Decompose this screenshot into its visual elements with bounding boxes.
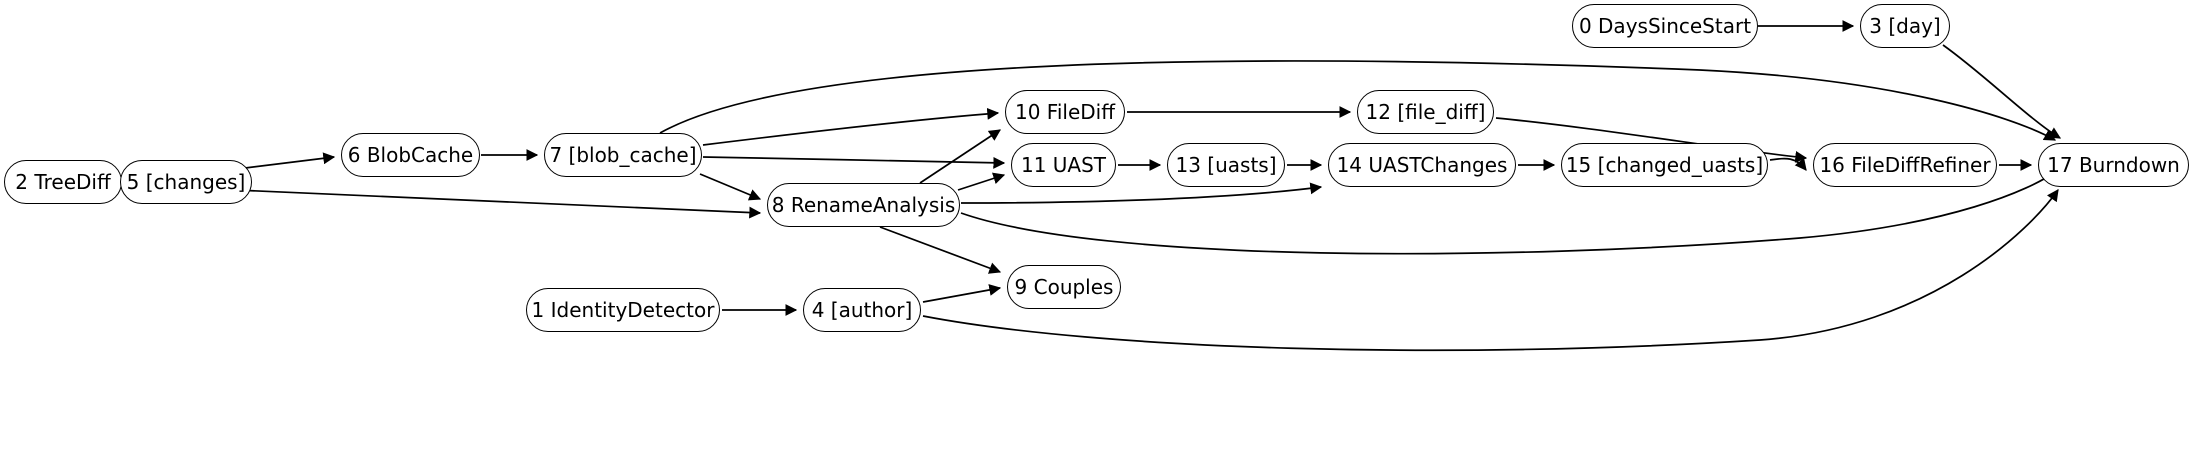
node-label: 17 Burndown	[2047, 153, 2180, 177]
node-label: 5 [changes]	[126, 170, 246, 194]
edge-5-to-8	[212, 188, 762, 219]
graph-node-14[interactable]: 14 UASTChanges	[1328, 143, 1516, 187]
edge-4-to-17	[922, 189, 2059, 352]
graph-node-2[interactable]: 2 TreeDiff	[4, 160, 122, 204]
node-label: 0 DaysSinceStart	[1578, 14, 1752, 38]
edge-7-to-8	[699, 173, 762, 201]
graph-node-5[interactable]: 5 [changes]	[120, 160, 252, 204]
graph-node-16[interactable]: 16 FileDiffRefiner	[1813, 143, 1997, 187]
graph-node-13[interactable]: 13 [uasts]	[1167, 143, 1285, 187]
edge-8-to-17	[960, 171, 2056, 255]
node-label: 2 TreeDiff	[15, 170, 111, 194]
edge-3-to-17	[1942, 44, 2062, 139]
node-label: 9 Couples	[1014, 275, 1114, 299]
edge-4-to-9	[922, 284, 1002, 303]
graph-node-8[interactable]: 8 RenameAnalysis	[767, 183, 960, 227]
graph-node-7[interactable]: 7 [blob_cache]	[544, 133, 702, 177]
edge-15-to-16	[1769, 157, 1807, 171]
graph-node-4[interactable]: 4 [author]	[803, 288, 921, 332]
graph-node-6[interactable]: 6 BlobCache	[341, 133, 480, 177]
node-label: 11 UAST	[1020, 153, 1107, 177]
edge-7-to-11	[702, 156, 1006, 169]
node-label: 1 IdentityDetector	[531, 298, 715, 322]
graph-node-9[interactable]: 9 Couples	[1007, 265, 1121, 309]
node-label: 13 [uasts]	[1175, 153, 1277, 177]
node-label: 4 [author]	[811, 298, 913, 322]
edge-8-to-9	[879, 226, 1002, 274]
node-label: 12 [file_diff]	[1365, 100, 1486, 124]
graph-node-17[interactable]: 17 Burndown	[2038, 143, 2189, 187]
node-label: 10 FileDiff	[1014, 100, 1115, 124]
graph-node-3[interactable]: 3 [day]	[1860, 4, 1950, 48]
graph-node-10[interactable]: 10 FileDiff	[1005, 90, 1125, 134]
node-label: 6 BlobCache	[347, 143, 474, 167]
node-label: 15 [changed_uasts]	[1565, 153, 1764, 177]
edge-12-to-16	[1495, 117, 1808, 163]
edge-8-to-11	[957, 172, 1006, 191]
graph-node-12[interactable]: 12 [file_diff]	[1357, 90, 1494, 134]
graph-node-1[interactable]: 1 IdentityDetector	[526, 288, 720, 332]
edge-7-to-10	[702, 107, 1000, 146]
edge-7-to-17	[659, 60, 2057, 141]
node-label: 3 [day]	[1869, 14, 1941, 38]
node-label: 16 FileDiffRefiner	[1819, 153, 1991, 177]
node-label: 14 UASTChanges	[1336, 153, 1508, 177]
node-label: 7 [blob_cache]	[549, 143, 697, 167]
graph-node-15[interactable]: 15 [changed_uasts]	[1561, 143, 1768, 187]
node-label: 8 RenameAnalysis	[771, 193, 956, 217]
graph-node-0[interactable]: 0 DaysSinceStart	[1572, 4, 1758, 48]
graph-node-11[interactable]: 11 UAST	[1011, 143, 1116, 187]
edge-8-to-14	[960, 182, 1323, 204]
edge-8-to-10	[919, 129, 1001, 184]
